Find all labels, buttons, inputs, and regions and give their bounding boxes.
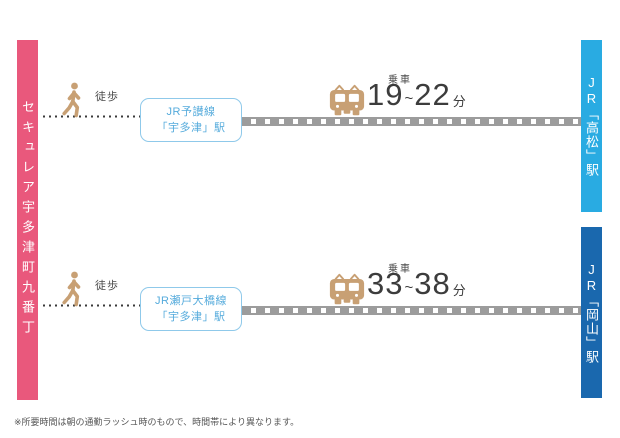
property-name: セキュレア宇多津町九番丁 xyxy=(20,100,35,340)
station-name: 「宇多津」駅 xyxy=(156,122,226,134)
time-from: 33 xyxy=(367,266,404,301)
walk-person-icon xyxy=(62,271,81,307)
time-unit: 分 xyxy=(452,94,466,109)
time-to: 22 xyxy=(414,77,451,112)
station-name: 「宇多津」駅 xyxy=(156,311,226,323)
walk-label: 徒歩 xyxy=(95,280,119,292)
destination-station-bar-okayama: JR「岡山」駅 xyxy=(581,227,602,398)
train-front-icon xyxy=(329,273,365,305)
station-line-name: JR予讃線 xyxy=(166,106,216,118)
train-front-icon xyxy=(329,84,365,116)
destination-station-bar-takamatsu: JR「高松」駅 xyxy=(581,40,602,212)
railway-line xyxy=(242,306,581,315)
time-unit: 分 xyxy=(452,283,466,298)
property-name-bar: セキュレア宇多津町九番丁 xyxy=(17,40,38,400)
railway-line xyxy=(242,117,581,126)
ride-time: 19 ~ 22 分 xyxy=(367,79,466,110)
footnote: ※所要時間は朝の通勤ラッシュ時のもので、時間帯により異なります。 xyxy=(14,417,300,427)
time-separator: ~ xyxy=(404,279,414,296)
walk-dotted-line xyxy=(41,304,140,307)
time-separator: ~ xyxy=(404,90,414,107)
destination-station-name: JR「高松」駅 xyxy=(584,75,599,177)
transfer-station-box: JR予讃線 「宇多津」駅 xyxy=(140,98,242,142)
walk-person-icon xyxy=(62,82,81,118)
ride-label: 乗車 xyxy=(388,75,412,86)
time-to: 38 xyxy=(414,266,451,301)
walk-label: 徒歩 xyxy=(95,91,119,103)
time-from: 19 xyxy=(367,77,404,112)
destination-station-name: JR「岡山」駅 xyxy=(584,261,599,364)
ride-label: 乗車 xyxy=(388,264,412,275)
ride-time: 33 ~ 38 分 xyxy=(367,268,466,299)
walk-dotted-line xyxy=(41,115,140,118)
station-line-name: JR瀬戸大橋線 xyxy=(155,295,227,307)
transfer-station-box: JR瀬戸大橋線 「宇多津」駅 xyxy=(140,287,242,331)
